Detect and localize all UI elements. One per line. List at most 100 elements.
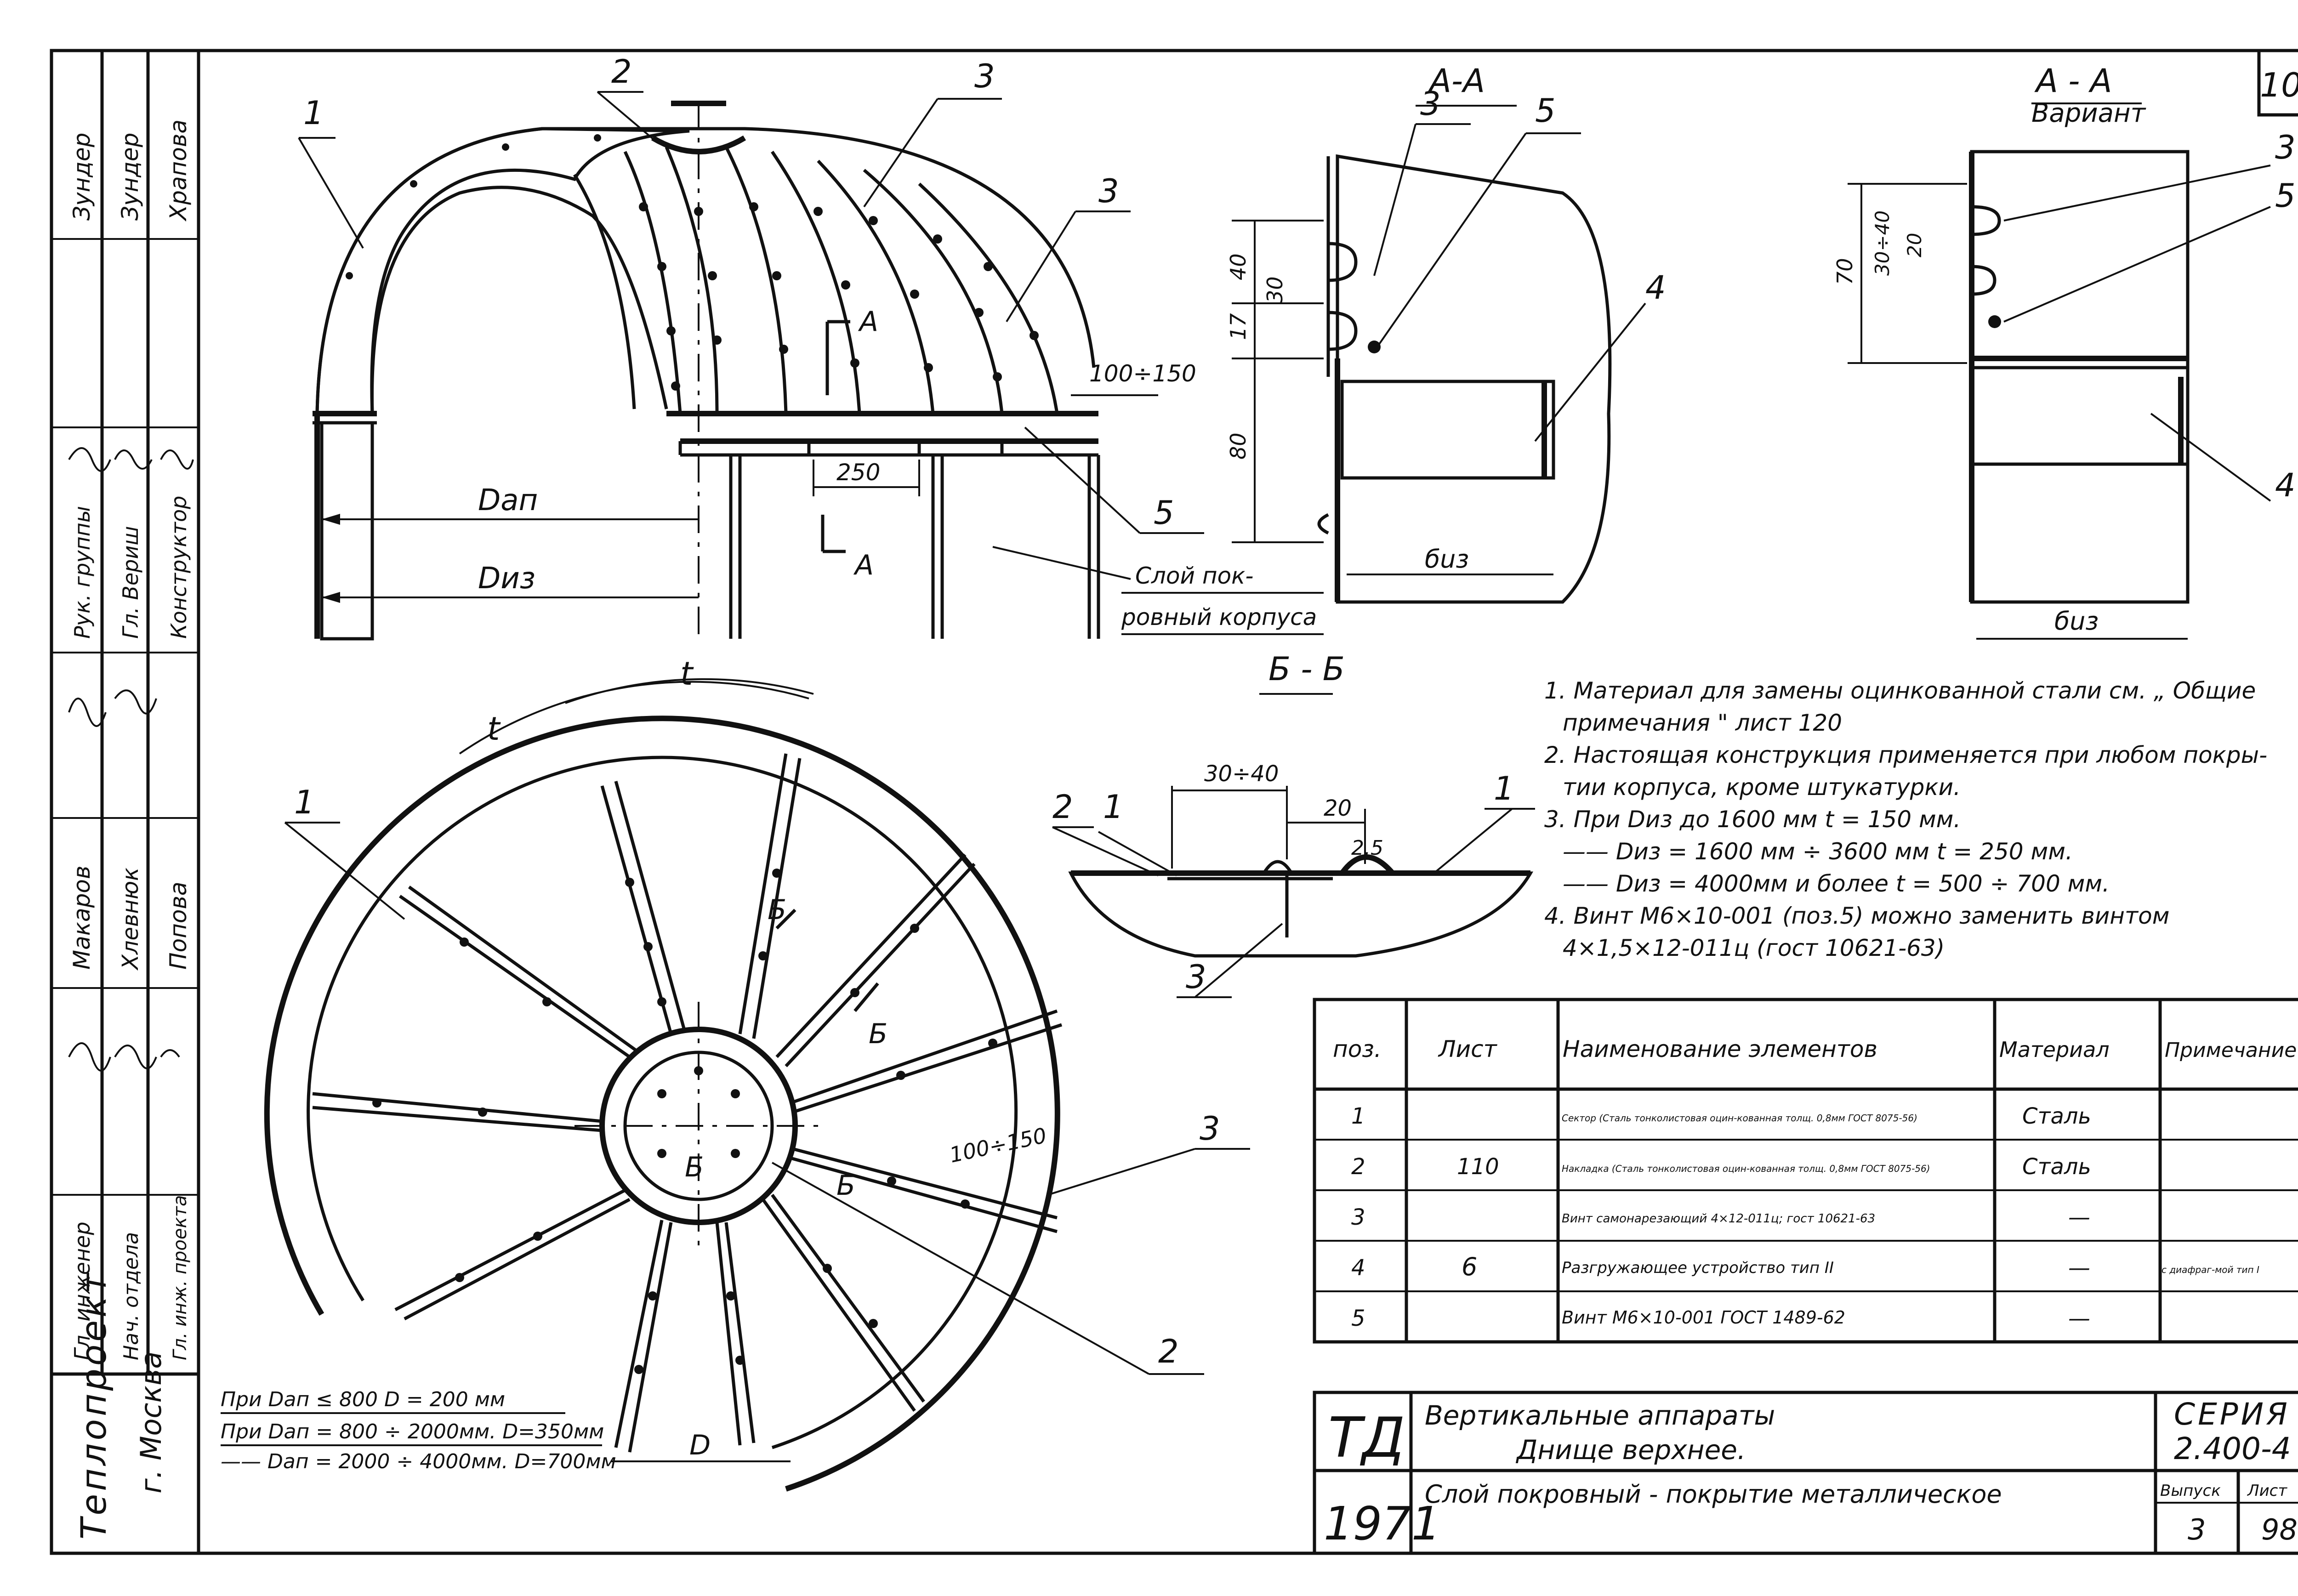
spec-header-name: Наименование элементов: [1563, 1036, 1877, 1062]
section-aa: A-A 40 30 17 80 бuз 3 5 4: [1226, 62, 1666, 604]
aa-label-4: 4: [1645, 269, 1666, 307]
aav-biz: бuз: [2054, 607, 2099, 636]
note-line-1: 1. Материал для замены оцинкованной стал…: [1544, 677, 2256, 704]
plan-screw-marks: [372, 869, 997, 1374]
stamp-role-3: Гл. инж. проекта: [170, 1195, 191, 1361]
stamp-col3-2: Гл. Вериш: [118, 526, 143, 639]
plan-radial-seams: [312, 753, 1063, 1453]
section-a-top: A: [858, 306, 878, 338]
stamp-role-1: Гл. инженер: [70, 1221, 95, 1360]
spec-header-sheet: Лист: [1438, 1036, 1498, 1062]
stamp-col3-3: Конструктор: [166, 496, 191, 639]
aav-label-3: 3: [2275, 129, 2296, 166]
title-block: ТД 1971 Вертикальные аппараты Днище верх…: [1313, 1391, 2298, 1555]
signature-scribble: [68, 447, 194, 1072]
plan-section-b3: Б: [836, 1170, 855, 1202]
spec-header-pos: поз.: [1333, 1036, 1382, 1062]
spec-row-5-pos: 5: [1351, 1306, 1365, 1331]
dim-250: 250: [836, 459, 880, 486]
stamp-role-2: Нач. отдела: [119, 1232, 143, 1360]
aa-label-5: 5: [1535, 92, 1556, 130]
main-label-3a: 3: [974, 57, 995, 95]
aav-dim-70: 70: [1832, 258, 1857, 285]
note-line-4: тии корпуса, кроме штукатурки.: [1563, 774, 1961, 801]
spec-row-2-name: Накладка (Сталь тонколистовая оцин-кован…: [1562, 1163, 1930, 1174]
spec-row-1-material: Сталь: [2022, 1103, 2091, 1129]
spec-row-4-sheet: 6: [1462, 1252, 1477, 1281]
spec-row-2-sheet: 110: [1457, 1154, 1499, 1180]
note-line-2: примечания " лист 120: [1563, 710, 1842, 736]
spec-row-1-pos: 1: [1351, 1103, 1365, 1129]
stamp-name-3: Попова: [165, 881, 192, 970]
stamp-col4-3: Храпова: [165, 119, 192, 222]
side-stamp: Гл. инженер Макаров Рук. группы Зундер Н…: [50, 49, 200, 1555]
top-nozzle: [651, 135, 746, 154]
issue-value: 3: [2188, 1513, 2206, 1546]
dim-100-150: 100÷150: [1089, 360, 1196, 387]
plan-label-3: 3: [1200, 1110, 1220, 1147]
aa-dim-80: 80: [1226, 432, 1251, 460]
spec-header-note: Примечание: [2165, 1039, 2297, 1062]
note-line-5: 3. При Dиз до 1600 мм t = 150 мм.: [1544, 806, 1961, 833]
spec-row-2-material: Сталь: [2022, 1154, 2091, 1180]
dome-insulation: [315, 127, 690, 415]
note-line-6: —— Dиз = 1600 мм ÷ 3600 мм t = 250 мм.: [1563, 838, 2073, 865]
stamp-col3-1: Рук. группы: [70, 506, 95, 639]
dim-diz-label: Dиз: [478, 562, 535, 596]
spec-row-3-pos: 3: [1351, 1204, 1365, 1230]
series-label: СЕРИЯ: [2174, 1397, 2290, 1432]
bb-dim-2-5: 2,5: [1351, 836, 1383, 860]
plan-label-2: 2: [1158, 1333, 1179, 1370]
main-label-1: 1: [303, 94, 324, 132]
aa-dim-40: 40: [1226, 253, 1251, 280]
spec-table: поз. Лист Наименование элементов Материа…: [1313, 998, 2298, 1344]
stamp-city: г. Москва: [134, 1352, 168, 1494]
main-label-2: 2: [611, 53, 632, 91]
spec-header-material: Материал: [1999, 1037, 2110, 1062]
spec-row-5-name: Винт М6×10-001 ГОСТ 1489-62: [1562, 1307, 1845, 1328]
bb-dim-20: 20: [1324, 795, 1352, 821]
layer-note-1: Слой пок-: [1135, 562, 1253, 589]
title-line-2: Днище верхнее.: [1515, 1434, 1746, 1465]
title-line-3: Слой покровный - покрытие металлическое: [1425, 1480, 2002, 1509]
dim-dap-label: Dап: [478, 483, 538, 517]
title-code: ТД: [1328, 1406, 1405, 1470]
note-line-9: 4×1,5×12-011ц (гост 10621-63): [1563, 935, 1945, 961]
main-label-5: 5: [1154, 494, 1174, 532]
shell-left-insulation: [320, 421, 374, 641]
note-line-7: —— Dиз = 4000мм и более t = 500 ÷ 700 мм…: [1563, 870, 2110, 897]
spec-row-3-material: —: [2068, 1204, 2090, 1230]
plan-section-b2: Б: [869, 1018, 887, 1050]
spec-row-2-pos: 2: [1351, 1154, 1365, 1180]
main-label-3b: 3: [1098, 172, 1119, 210]
plan-note-1: При Dап ≤ 800 D = 200 мм: [221, 1388, 505, 1411]
plan-dim-t: t: [487, 710, 501, 748]
bb-title: Б - Б: [1268, 650, 1345, 688]
plan-section-b4: Б: [685, 1151, 704, 1183]
spec-row-4-pos: 4: [1351, 1255, 1365, 1281]
spec-row-3-name: Винт самонарезающий 4×12-011ц; гост 1062…: [1562, 1212, 1875, 1226]
plan-note-3: —— Dап = 2000 ÷ 4000мм. D=700мм: [221, 1450, 616, 1473]
stamp-org: Теплопроект: [73, 1271, 114, 1539]
aav-label-4: 4: [2275, 466, 2296, 504]
bb-label-2: 2: [1052, 788, 1073, 826]
spec-row-4-material: —: [2068, 1255, 2090, 1281]
stamp-name-1: Макаров: [68, 866, 95, 970]
section-a-bottom: A: [853, 549, 874, 581]
note-line-3: 2. Настоящая конструкция применяется при…: [1544, 742, 2267, 768]
bb-dim-30-40: 30÷40: [1204, 761, 1279, 787]
aa-biz: бuз: [1425, 545, 1469, 574]
bb-insulation: [1068, 871, 1534, 958]
plan-note-2: При Dап = 800 ÷ 2000мм. D=350мм: [221, 1420, 604, 1443]
bb-label-1b: 1: [1494, 770, 1514, 807]
screw-marks: [346, 134, 1039, 391]
sheet-number-box: [2257, 49, 2298, 117]
aav-label-5: 5: [2275, 177, 2296, 215]
main-elevation-view: Dап Dиз 250 100÷150 A A 1 2 3 3 5: [298, 53, 1324, 641]
layer-note-2: ровный корпуса: [1121, 604, 1317, 630]
aav-dim-20: 20: [1903, 233, 1926, 257]
section-bb: Б - Б 30÷40 20 2,5 2 1 1 3: [1052, 650, 1535, 998]
aa-dim-17: 17: [1226, 313, 1251, 340]
aav-dim-30-40: 30÷40: [1871, 210, 1894, 276]
